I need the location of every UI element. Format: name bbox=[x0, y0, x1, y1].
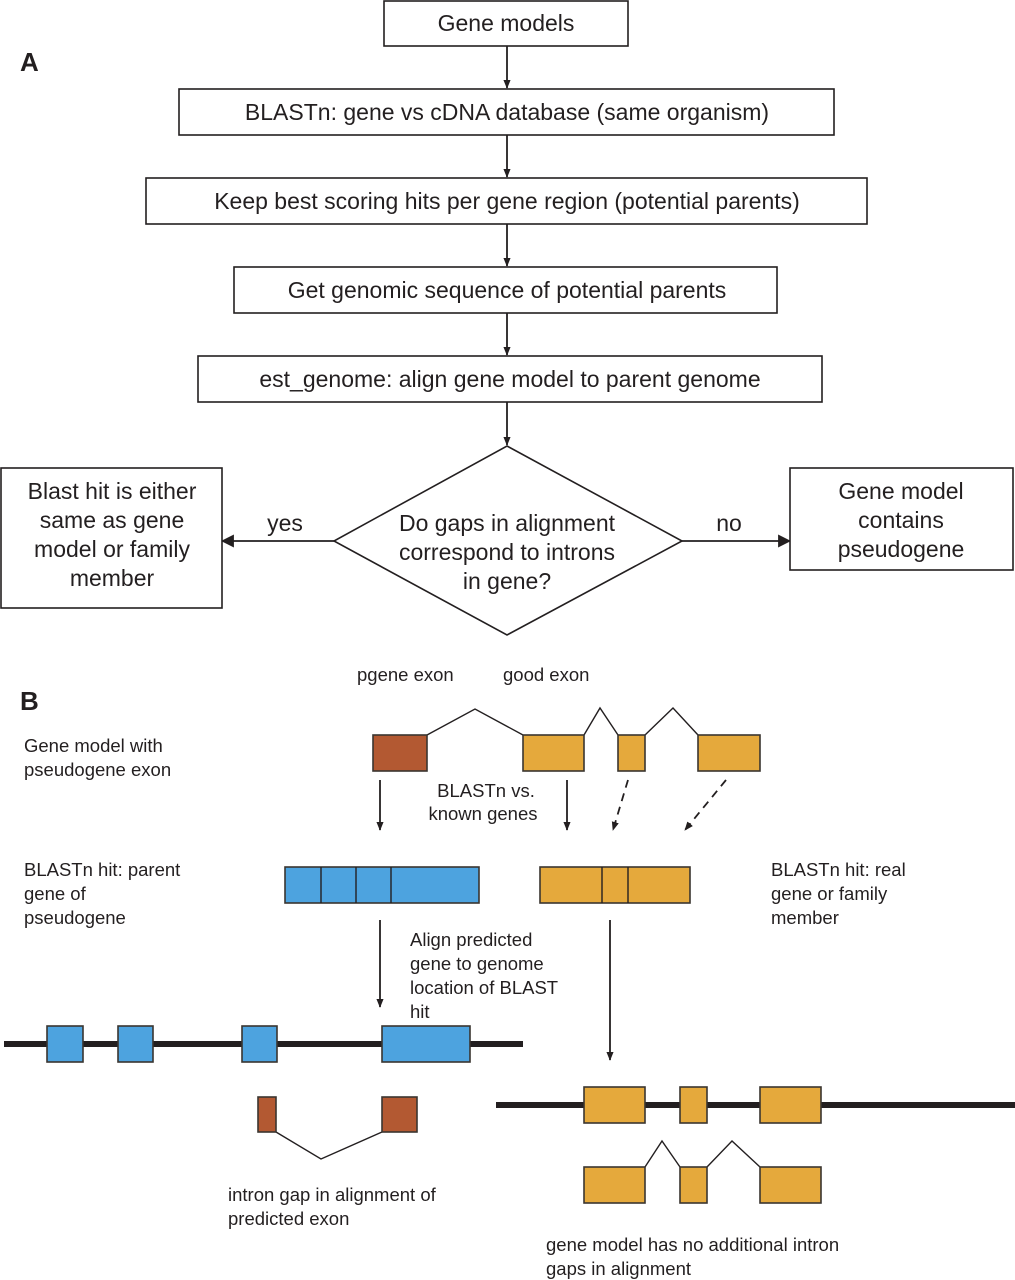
align-label: hit bbox=[410, 1001, 430, 1022]
decision-text: Do gaps in alignment bbox=[399, 510, 616, 536]
flow-step-text: Get genomic sequence of potential parent… bbox=[288, 277, 727, 303]
aligned-exon bbox=[759, 1166, 822, 1204]
decision-diamond: Do gaps in alignment correspond to intro… bbox=[332, 445, 684, 636]
flow-step-text: BLASTn: gene vs cDNA database (same orga… bbox=[245, 99, 769, 125]
good-exon bbox=[697, 734, 761, 772]
blastn-vs-label: known genes bbox=[428, 803, 537, 824]
parent-hit-label: gene of bbox=[24, 883, 87, 904]
real-gene-alignment bbox=[583, 1139, 822, 1204]
blast-arrow-dashed bbox=[684, 779, 727, 831]
gene-model-label: Gene model with bbox=[24, 735, 163, 756]
flow-step-gene-models: Gene models bbox=[383, 0, 629, 47]
good-exon-label: good exon bbox=[503, 664, 589, 685]
flow-step-text: Gene models bbox=[438, 10, 575, 36]
good-exon bbox=[617, 734, 646, 772]
parent-exon bbox=[381, 1025, 471, 1063]
parent-genome-locus bbox=[4, 1025, 523, 1063]
parent-gene-hit bbox=[284, 866, 480, 904]
aligned-exon bbox=[679, 1166, 708, 1204]
parent-hit-label: BLASTn hit: parent bbox=[24, 859, 180, 880]
outcome-text: pseudogene bbox=[838, 536, 965, 562]
outcome-text: member bbox=[70, 565, 155, 591]
flow-step-genomic-sequence: Get genomic sequence of potential parent… bbox=[233, 266, 778, 314]
flow-step-keep-best-hits: Keep best scoring hits per gene region (… bbox=[145, 177, 868, 225]
parent-exon bbox=[117, 1025, 154, 1063]
outcome-contains-pseudogene: Gene model contains pseudogene bbox=[789, 467, 1014, 571]
real-exon bbox=[679, 1086, 708, 1124]
gene-model-label: pseudogene exon bbox=[24, 759, 171, 780]
real-hit-label: gene or family bbox=[771, 883, 888, 904]
outcome-text: model or family bbox=[34, 536, 190, 562]
intron-gap-label: intron gap in alignment of bbox=[228, 1184, 437, 1205]
pseudogene-exon-fragment bbox=[257, 1096, 277, 1133]
blast-arrow-dashed bbox=[611, 779, 629, 831]
outcome-text: contains bbox=[858, 507, 944, 533]
gene-model-with-pseudogene-exon bbox=[372, 706, 761, 772]
parent-exon bbox=[46, 1025, 84, 1063]
align-label: Align predicted bbox=[410, 929, 532, 950]
intron-gap-label: predicted exon bbox=[228, 1208, 349, 1229]
panel-label-b: B bbox=[20, 686, 39, 716]
align-label: gene to genome bbox=[410, 953, 544, 974]
blastn-vs-label: BLASTn vs. bbox=[437, 780, 535, 801]
decision-text: correspond to introns bbox=[399, 539, 615, 565]
pseudogene-exon bbox=[372, 734, 428, 772]
real-hit-label: member bbox=[771, 907, 839, 928]
parent-hit-label: pseudogene bbox=[24, 907, 126, 928]
align-label: location of BLAST bbox=[410, 977, 558, 998]
outcome-text: Gene model bbox=[838, 478, 963, 504]
no-label: no bbox=[716, 510, 742, 536]
real-exon bbox=[583, 1086, 646, 1124]
parent-exon bbox=[241, 1025, 278, 1063]
no-gaps-label: gaps in alignment bbox=[546, 1258, 691, 1279]
real-hit-label: BLASTn hit: real bbox=[771, 859, 906, 880]
flow-step-text: Keep best scoring hits per gene region (… bbox=[214, 188, 800, 214]
outcome-text: Blast hit is either bbox=[28, 478, 197, 504]
pseudogene-exon-fragment bbox=[381, 1096, 418, 1133]
real-gene-genome-locus bbox=[496, 1086, 1015, 1124]
aligned-exon bbox=[583, 1166, 646, 1204]
good-exon bbox=[522, 734, 585, 772]
no-gaps-label: gene model has no additional intron bbox=[546, 1234, 839, 1255]
real-exon bbox=[759, 1086, 822, 1124]
outcome-same-gene-or-family: Blast hit is either same as gene model o… bbox=[0, 467, 223, 609]
panel-label-a: A bbox=[20, 47, 39, 77]
outcome-text: same as gene bbox=[40, 507, 184, 533]
real-gene-hit bbox=[539, 866, 691, 904]
flow-step-est-genome: est_genome: align gene model to parent g… bbox=[197, 355, 823, 403]
flow-step-text: est_genome: align gene model to parent g… bbox=[259, 366, 760, 392]
decision-text: in gene? bbox=[463, 568, 551, 594]
pseudogene-alignment bbox=[257, 1096, 418, 1160]
pgene-exon-label: pgene exon bbox=[357, 664, 454, 685]
yes-label: yes bbox=[267, 510, 303, 536]
flow-step-blastn: BLASTn: gene vs cDNA database (same orga… bbox=[178, 88, 835, 136]
